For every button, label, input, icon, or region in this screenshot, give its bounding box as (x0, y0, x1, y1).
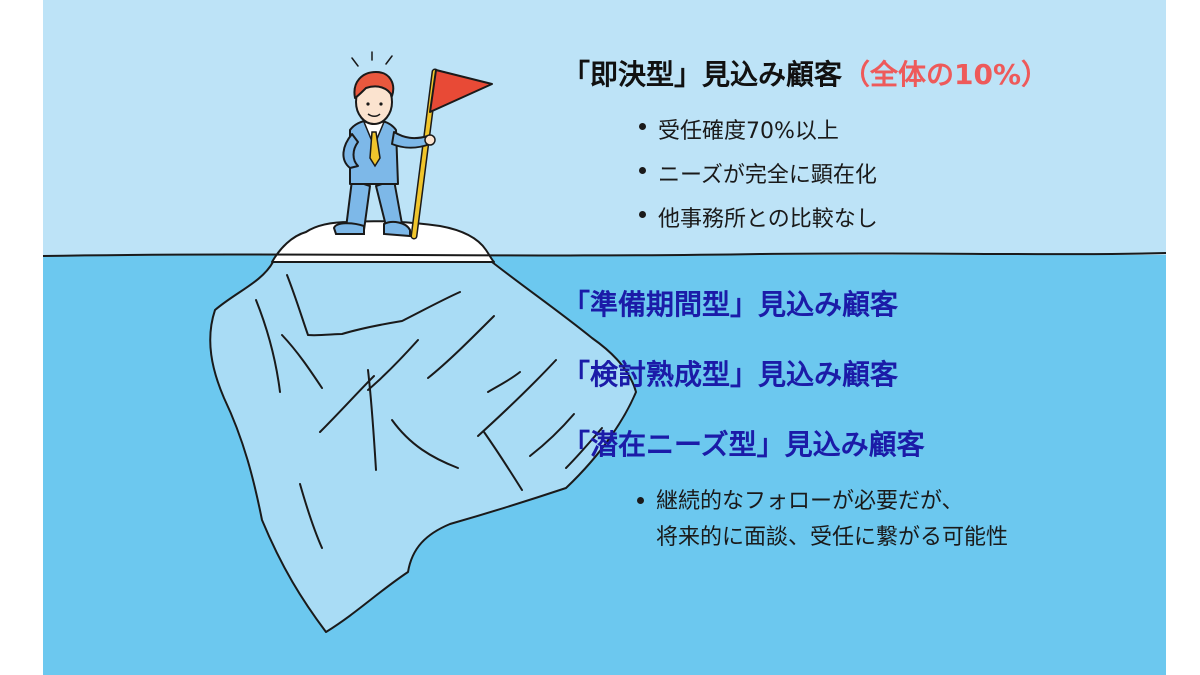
note-line-2: 将来的に面談、受任に繋がる可能性 (656, 525, 1009, 550)
list-item: 受任確度70%以上 (636, 110, 878, 154)
note-line-1: 継続的なフォローが必要だが、 (656, 489, 964, 514)
instant-decision-heading: 「即決型」見込み顧客（全体の10%） (562, 58, 1049, 92)
waterline (42, 252, 1167, 257)
instant-decision-points: 受任確度70%以上 ニーズが完全に顕在化 他事務所との比較なし (636, 110, 878, 242)
list-item: 他事務所との比較なし (636, 198, 878, 242)
iceberg-underwater (209, 261, 637, 633)
iceberg-crack-lines (255, 274, 603, 549)
share-label: （全体の10%） (842, 58, 1050, 91)
latent-needs-heading: 「潜在ニーズ型」見込み顧客 (562, 428, 925, 461)
latent-needs-points: 継続的なフォローが必要だが、 将来的に面談、受任に繋がる可能性 (634, 484, 1008, 556)
instant-decision-title: 「即決型」見込み顧客 (562, 58, 843, 91)
sky-background (43, 0, 1166, 255)
list-item: 継続的なフォローが必要だが、 将来的に面談、受任に繋がる可能性 (634, 484, 1008, 556)
consideration-heading: 「検討熟成型」見込み顧客 (562, 358, 899, 391)
list-item: ニーズが完全に顕在化 (636, 154, 878, 198)
businessman-figure (332, 51, 493, 240)
preparation-period-heading: 「準備期間型」見込み顧客 (562, 288, 899, 321)
flag-icon (429, 69, 493, 113)
